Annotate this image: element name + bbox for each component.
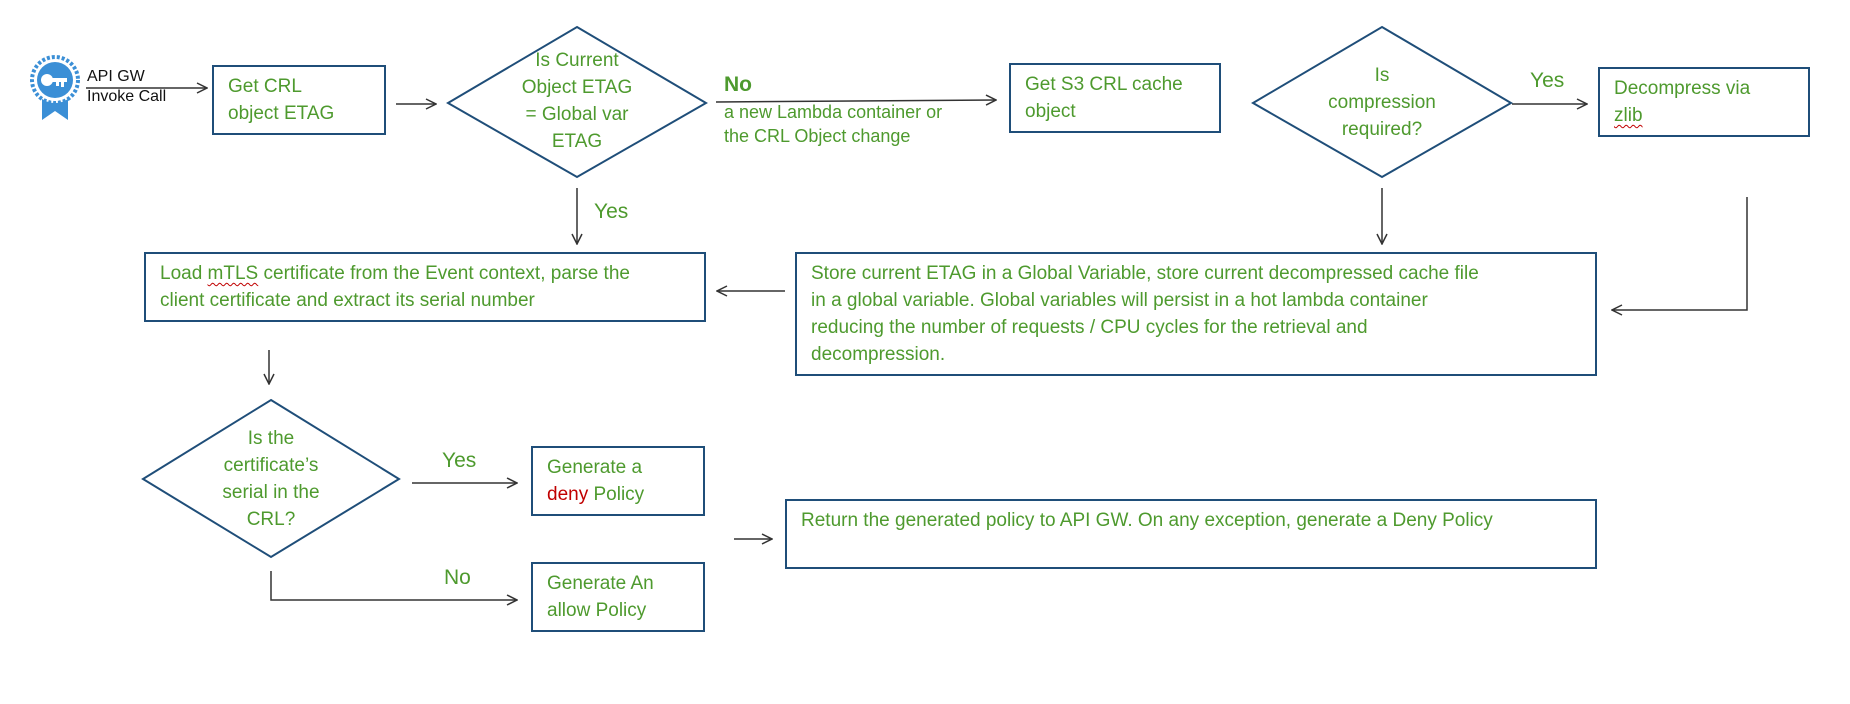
allow-policy-line1: Generate An	[547, 573, 654, 594]
start-label-line2: Invoke Call	[87, 88, 167, 105]
yes-serial-label: Yes	[442, 449, 477, 472]
return-policy-box: Return the generated policy to API GW. O…	[785, 499, 1597, 569]
no-etag-note-line2: the CRL Object change	[724, 126, 911, 146]
load-mtls-word: mTLS	[207, 263, 259, 284]
deny-policy-word: Policy	[588, 484, 645, 505]
get-s3-cache-box: Get S3 CRL cache object	[1009, 63, 1221, 133]
deny-policy-line1: Generate a	[547, 457, 643, 478]
get-crl-etag-box: Get CRL object ETAG	[212, 65, 386, 135]
load-mtls-line2: client certificate and extract its seria…	[160, 290, 535, 311]
etag-decision-line3: = Global var	[525, 104, 629, 125]
compression-decision-line2: compression	[1328, 91, 1436, 113]
store-etag-line3: reducing the number of requests / CPU cy…	[811, 317, 1368, 338]
deny-policy-box: Generate a deny Policy	[531, 446, 705, 516]
compression-decision-line3: required?	[1341, 118, 1423, 140]
load-mtls-pre: Load	[160, 263, 208, 284]
store-etag-line4: decompression.	[811, 344, 946, 365]
compression-decision-line1: Is	[1374, 64, 1390, 86]
arrow-no-to-s3	[715, 100, 996, 102]
etag-decision-line1: Is Current	[535, 50, 619, 71]
no-etag-note-line1: a new Lambda container or	[724, 102, 943, 122]
return-policy-text: Return the generated policy to API GW. O…	[801, 510, 1493, 531]
no-serial-label: No	[444, 566, 471, 589]
decompress-prefix: Decompress via	[1614, 78, 1751, 99]
load-mtls-box: Load mTLS certificate from the Event con…	[144, 252, 706, 322]
get-crl-etag-line1: Get CRL	[228, 76, 302, 97]
no-etag-note: a new Lambda container or the CRL Object…	[724, 100, 942, 148]
serial-decision-line3: serial in the	[222, 482, 320, 503]
serial-decision-line2: certificate’s	[223, 455, 319, 476]
allow-policy-box: Generate An allow Policy	[531, 562, 705, 632]
arrow-decompress-to-store	[1612, 197, 1748, 310]
get-crl-etag-line2: object ETAG	[228, 103, 335, 124]
etag-decision-line4: ETAG	[551, 131, 603, 152]
get-s3-cache-line2: object	[1025, 101, 1076, 122]
serial-decision-line4: CRL?	[246, 509, 296, 530]
serial-decision-diamond	[141, 398, 401, 559]
yes-etag-label: Yes	[594, 200, 629, 223]
decompress-box: Decompress via zlib	[1598, 67, 1810, 137]
compression-decision-diamond	[1251, 25, 1513, 179]
certificate-badge-icon	[30, 55, 80, 120]
store-etag-line1: Store current ETAG in a Global Variable,…	[811, 263, 1479, 284]
arrow-no-to-allow	[270, 571, 517, 600]
load-mtls-post: certificate from the Event context, pars…	[258, 263, 630, 284]
store-etag-line2: in a global variable. Global variables w…	[811, 290, 1428, 311]
etag-decision-diamond	[446, 25, 708, 179]
decompress-zlib: zlib	[1614, 105, 1643, 126]
compression-decision-text: Is compression required?	[1292, 60, 1472, 144]
start-label-line1: API GW	[87, 68, 145, 85]
no-etag-label: No	[724, 73, 752, 96]
etag-decision-text: Is Current Object ETAG = Global var ETAG	[487, 44, 667, 158]
serial-decision-line1: Is the	[247, 428, 295, 449]
etag-decision-line2: Object ETAG	[521, 77, 633, 98]
serial-decision-text: Is the certificate’s serial in the CRL?	[186, 422, 356, 536]
allow-policy-line2: allow Policy	[547, 600, 647, 621]
get-s3-cache-line1: Get S3 CRL cache	[1025, 74, 1183, 95]
yes-compression-label: Yes	[1530, 69, 1565, 92]
store-etag-box: Store current ETAG in a Global Variable,…	[795, 252, 1597, 376]
deny-word: deny	[547, 484, 589, 505]
start-label: API GW Invoke Call	[87, 67, 166, 107]
